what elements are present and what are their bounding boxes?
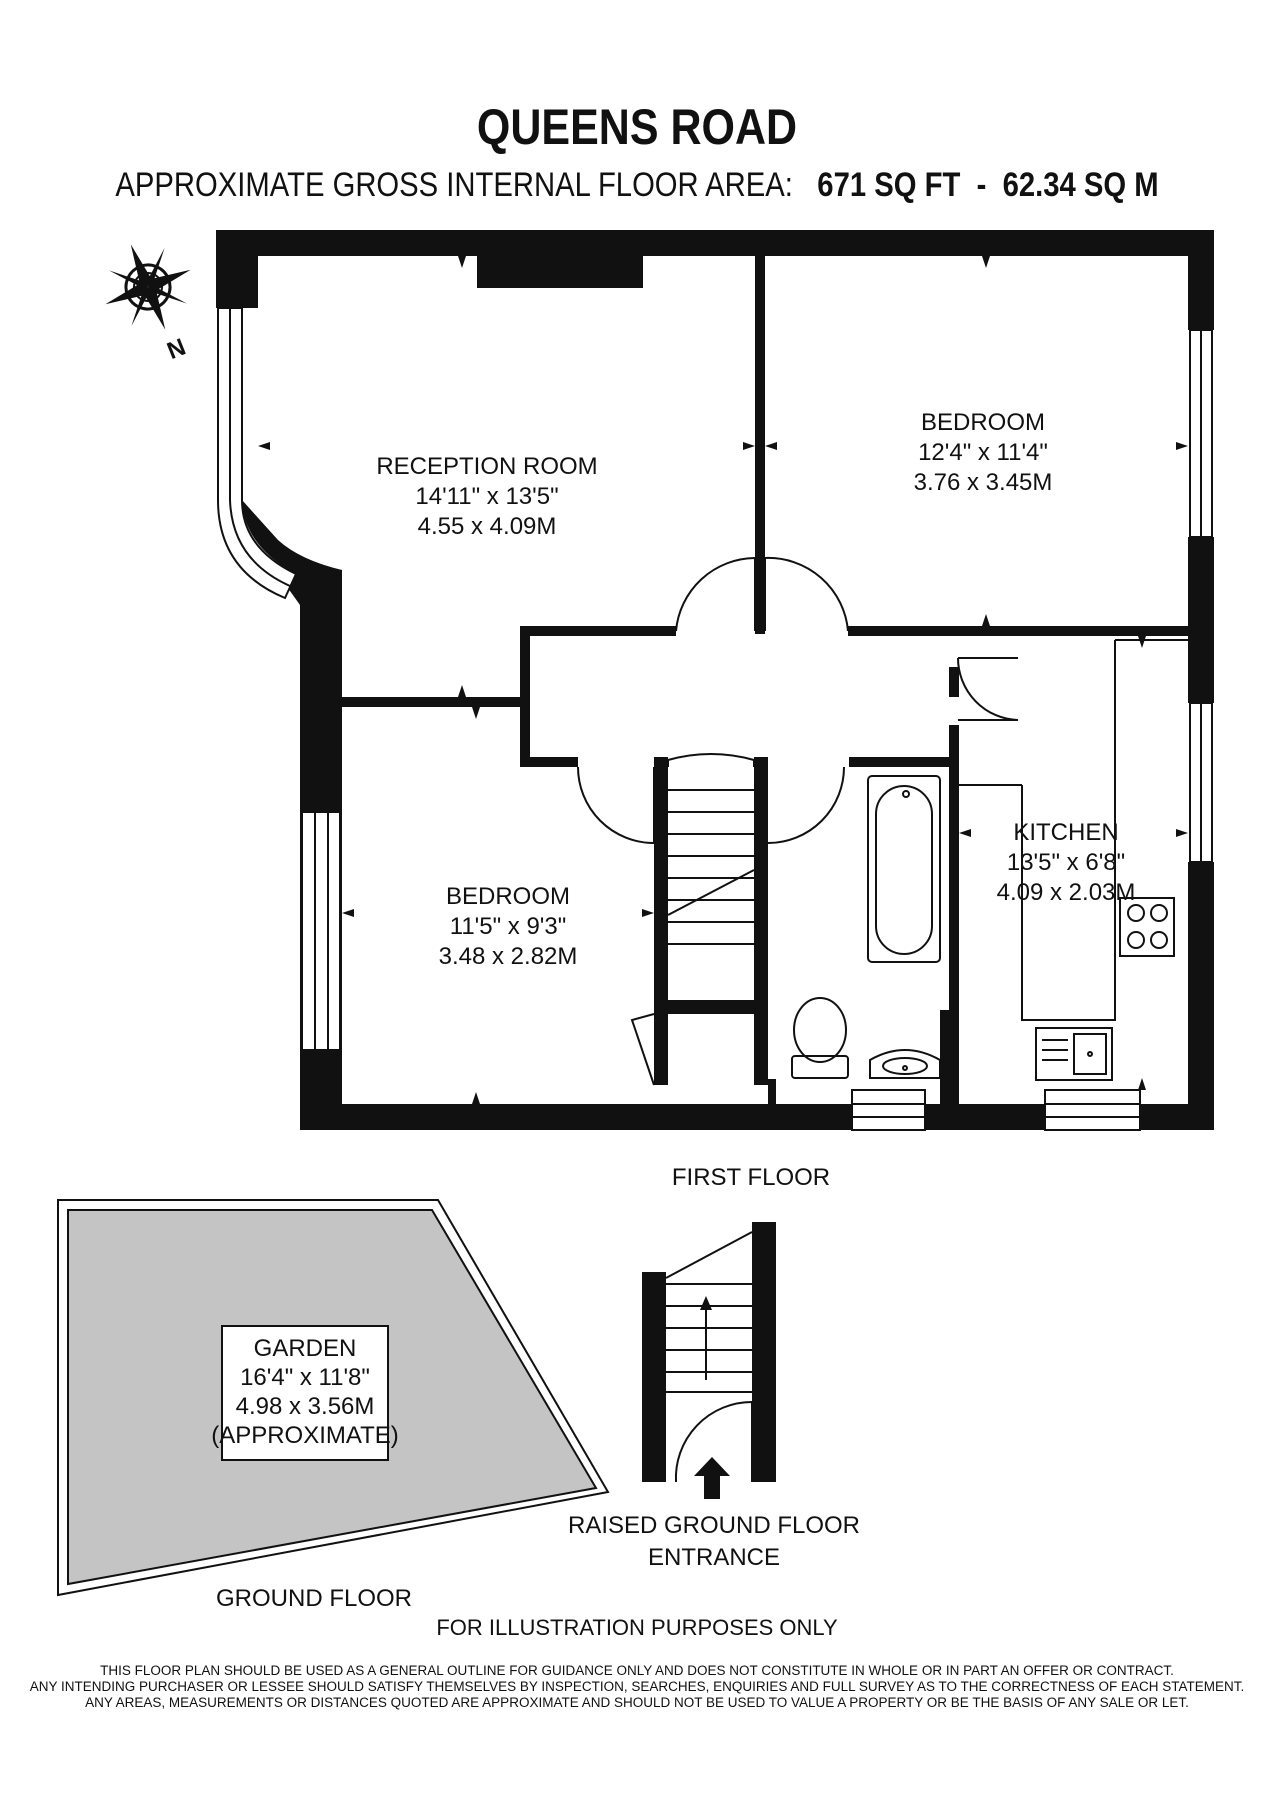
window-bedroom-left [301,811,341,1051]
compass-north-label: N [163,334,189,366]
floor-area-sep: - [976,166,987,204]
disclaimer: THIS FLOOR PLAN SHOULD BE USED AS A GENE… [0,1663,1274,1711]
garden-metric: 4.98 x 3.56M [236,1393,375,1420]
room-name: BEDROOM [446,883,570,910]
floor-area-sqm: 62.34 SQ M [1002,166,1159,204]
sink-icon [1035,1027,1113,1081]
window-bottom [851,1089,1141,1131]
room-bedroom-2: BEDROOM 11'5" x 9'3" 3.48 x 2.82M [439,883,578,970]
room-metric: 3.48 x 2.82M [439,943,578,970]
disclaimer-line-2: ANY INTENDING PURCHASER OR LESSEE SHOULD… [29,1679,1245,1694]
room-kitchen: KITCHEN 13'5" x 6'8" 4.09 x 2.03M [997,819,1136,906]
floor-area-line: APPROXIMATE GROSS INTERNAL FLOOR AREA: 6… [89,166,1185,205]
stairs-first-floor [630,753,755,1086]
room-name: KITCHEN [1013,819,1118,846]
room-metric: 3.76 x 3.45M [914,469,1053,496]
room-imperial: 14'11" x 13'5" [415,483,558,510]
room-metric: 4.09 x 2.03M [997,879,1136,906]
bath-tub [867,775,941,963]
bay-window [217,307,342,606]
first-floor-walls [216,230,1214,1130]
kitchen-worktop [959,639,1188,1021]
room-reception: RECEPTION ROOM 14'11" x 13'5" 4.55 x 4.0… [376,453,597,540]
room-name: BEDROOM [921,409,1045,436]
plan-title: QUEENS ROAD [476,99,798,155]
garden-area: GARDEN 16'4" x 11'8" 4.98 x 3.56M (APPRO… [57,1199,610,1597]
disclaimer-line-1: THIS FLOOR PLAN SHOULD BE USED AS A GENE… [100,1663,1174,1678]
room-metric: 4.55 x 4.09M [418,513,557,540]
room-imperial: 11'5" x 9'3" [450,913,567,940]
disclaimer-line-3: ANY AREAS, MEASUREMENTS OR DISTANCES QUO… [85,1695,1189,1710]
room-imperial: 12'4" x 11'4" [918,439,1048,466]
raised-ground-floor-label: RAISED GROUND FLOOR [568,1512,860,1539]
garden-imperial: 16'4" x 11'8" [240,1364,370,1391]
room-bedroom-1: BEDROOM 12'4" x 11'4" 3.76 x 3.45M [914,409,1053,496]
compass-rose-icon [105,244,191,330]
toilet-icon [791,997,849,1079]
room-name: RECEPTION ROOM [376,453,597,480]
room-imperial: 13'5" x 6'8" [1007,849,1125,876]
ground-floor-label: GROUND FLOOR [216,1585,412,1612]
garden-name: GARDEN [254,1335,357,1362]
entrance-arrow-icon [694,1457,730,1499]
door-swings [577,556,1019,845]
window-bedroom-right [1189,329,1213,863]
dimension-markers [258,256,1188,1104]
floor-area-prefix: APPROXIMATE GROSS INTERNAL FLOOR AREA: [115,166,793,204]
garden-note: (APPROXIMATE) [211,1422,399,1449]
entrance-stairs [642,1222,776,1483]
illustration-note: FOR ILLUSTRATION PURPOSES ONLY [436,1615,838,1640]
floor-area-sqft: 671 SQ FT [817,166,961,204]
entrance-label: ENTRANCE [648,1544,780,1571]
hob-icon [1119,897,1175,957]
basin-icon [869,1049,941,1079]
first-floor-label: FIRST FLOOR [672,1164,830,1191]
